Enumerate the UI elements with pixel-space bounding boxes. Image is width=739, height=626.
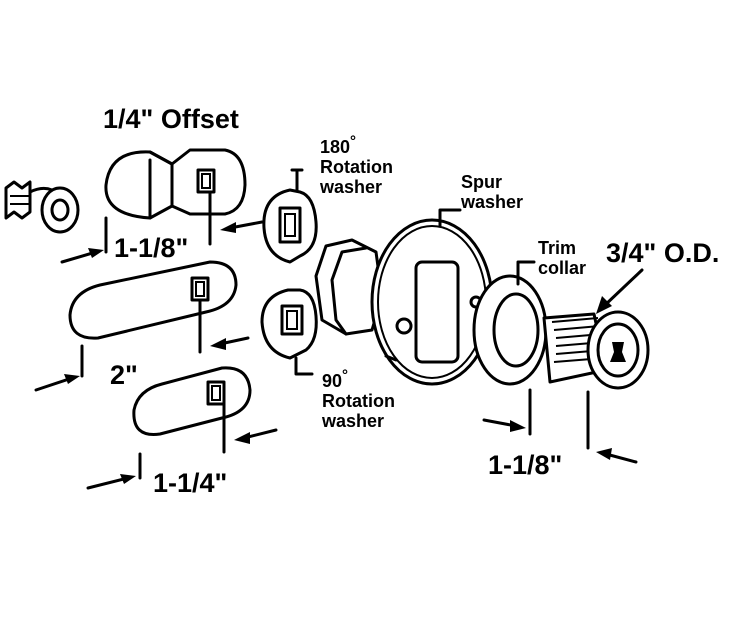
outer-diameter-label: 3/4" O.D. [606, 238, 720, 268]
spur-line2: washer [461, 192, 524, 212]
rotation-180-line1: Rotation [320, 157, 393, 177]
cylinder-dimension: 1-1/8" [488, 450, 563, 480]
rotation-washer-180 [262, 168, 318, 264]
degree-symbol: ° [350, 133, 357, 150]
rotation-washer-90 [260, 288, 318, 376]
short-cam [132, 366, 252, 480]
short-cam-dimension-arrows [86, 428, 278, 490]
rotation-180-degrees: 180 [320, 137, 351, 157]
od-pointer-arrow [596, 268, 644, 314]
straight-cam-dimension: 2" [110, 360, 138, 390]
trim-line2: collar [538, 258, 587, 278]
cam-screw [4, 180, 80, 234]
trim-line1: Trim [538, 238, 577, 258]
short-cam-dimension: 1-1/4" [153, 468, 228, 498]
straight-cam-dimension-arrows [34, 336, 250, 392]
rotation-90-label: 90° Rotation washer [322, 366, 395, 431]
spur-washer-label: Spur washer [461, 172, 523, 212]
cylinder-dimension-arrows [482, 418, 638, 464]
trim-collar-label: Trim collar [538, 238, 586, 278]
degree-symbol: ° [342, 367, 349, 384]
rotation-90-degrees: 90 [322, 371, 343, 391]
rotation-90-line1: Rotation [322, 391, 395, 411]
offset-cam-dimension: 1-1/8" [114, 233, 189, 263]
straight-cam-2in [68, 260, 238, 378]
rotation-180-line2: washer [320, 177, 383, 197]
rotation-90-line2: washer [322, 411, 385, 431]
spur-line1: Spur [461, 172, 503, 192]
rotation-180-label: 180° Rotation washer [320, 132, 393, 197]
offset-cam [104, 148, 247, 254]
spur-washer [370, 208, 494, 386]
offset-title: 1/4" Offset [103, 104, 239, 134]
offset-cam-dimension-arrows [60, 220, 264, 264]
lock-cylinder [528, 310, 650, 450]
